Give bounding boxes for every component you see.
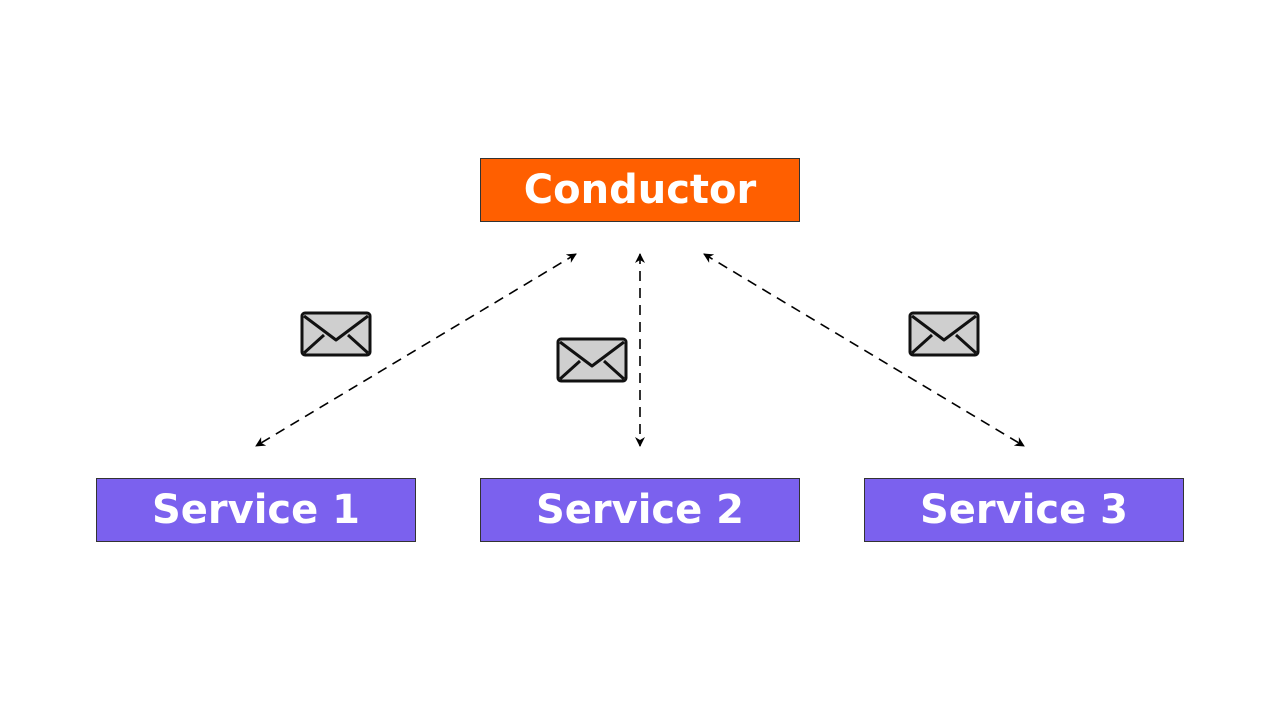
conductor-label: Conductor — [523, 167, 757, 213]
conductor-node: Conductor — [480, 158, 800, 222]
edge-conductor-service-3 — [703, 253, 1025, 447]
envelope-icon — [300, 311, 372, 357]
service-1-label: Service 1 — [151, 487, 361, 533]
service-2-label: Service 2 — [535, 487, 745, 533]
envelope-icon — [556, 337, 628, 383]
service-3-node: Service 3 — [864, 478, 1184, 542]
edge-conductor-service-1 — [255, 253, 577, 447]
envelope-icon — [908, 311, 980, 357]
service-1-node: Service 1 — [96, 478, 416, 542]
service-3-label: Service 3 — [919, 487, 1129, 533]
service-2-node: Service 2 — [480, 478, 800, 542]
